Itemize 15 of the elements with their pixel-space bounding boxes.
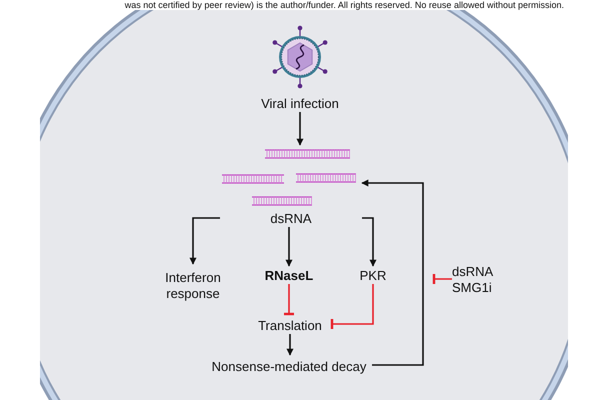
arrow [362, 217, 376, 267]
arrow [286, 227, 292, 267]
arrow [361, 180, 424, 366]
pathway-label: PKR [358, 268, 388, 284]
process-label: Nonsense-mediated decay [210, 359, 368, 375]
process-label: Translation [257, 318, 323, 334]
stage-label: Viral infection [260, 96, 340, 112]
arrow [286, 334, 294, 356]
inhibitor-label: dsRNA SMG1i [452, 264, 494, 296]
pathway-label: RNaseL [264, 268, 314, 284]
molecule-label: dsRNA [269, 211, 313, 227]
arrow [190, 217, 220, 265]
arrow [296, 112, 304, 146]
pathway-label: Interferon response [164, 270, 222, 302]
notice-text: was not certified by peer review) is the author/funder. All rights reserved. No reuse allowed without permission. [124, 0, 564, 10]
